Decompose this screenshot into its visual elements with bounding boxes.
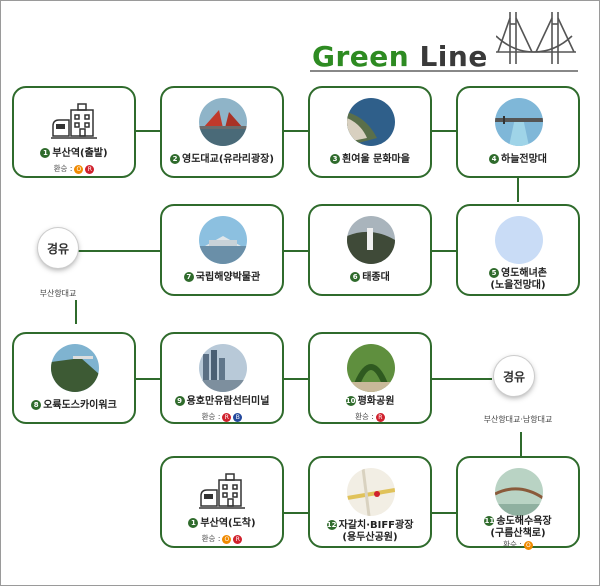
stop-number-badge: 6 xyxy=(350,272,361,282)
connector xyxy=(432,512,456,514)
stop-name: 국립해양박물관 xyxy=(195,272,261,283)
via-point-busan-harbor-bridge: 경유 xyxy=(38,228,78,268)
connector xyxy=(284,250,308,252)
stop-number-badge: 4 xyxy=(489,154,499,164)
stop-number-badge: 10 xyxy=(345,396,356,406)
stop-number-badge: 8 xyxy=(31,400,42,410)
stop-name: 영도해녀촌 xyxy=(501,268,547,279)
transfer-badge-orange: O xyxy=(74,165,84,174)
stop-number-badge: 3 xyxy=(330,154,341,164)
stop-name-sub: (노을전망대) xyxy=(490,280,546,291)
stop-number-badge: 5 xyxy=(489,268,499,278)
stop-name: 평화공원 xyxy=(357,396,395,407)
connector xyxy=(432,250,456,252)
page-title: Green Line xyxy=(312,40,488,73)
stop-number-badge: 9 xyxy=(174,396,185,406)
park-photo xyxy=(347,344,395,392)
stop-name: 하늘전망대 xyxy=(501,154,547,165)
stop-name: 오륙도스카이워크 xyxy=(43,400,117,411)
connector xyxy=(284,512,308,514)
connector xyxy=(520,432,522,456)
transfer-badge-orange: O xyxy=(523,541,533,550)
map-photo xyxy=(347,468,395,516)
lighthouse-photo xyxy=(347,216,395,264)
stop-name-sub: (구름산책로) xyxy=(490,528,546,539)
stop-number-badge: 1 xyxy=(188,518,199,528)
skywalk-photo xyxy=(51,344,99,392)
museum-photo xyxy=(199,216,247,264)
transfer-badge-orange: O xyxy=(222,535,232,544)
transfer-badge-red: R xyxy=(222,413,232,422)
stop-name: 용호만유람선터미널 xyxy=(186,396,270,407)
via-caption: 부산항대교 xyxy=(39,289,77,298)
stop-number-badge: 1 xyxy=(40,148,51,158)
stop-name: 송도해수욕장 xyxy=(496,516,552,527)
stop-name: 자갈치·BIFF광장 xyxy=(338,520,414,531)
beach-photo xyxy=(495,468,543,516)
via-point-harbor-namhang-bridge: 경유 xyxy=(494,356,534,396)
connector xyxy=(78,250,160,252)
connector xyxy=(432,378,492,380)
observatory-photo xyxy=(495,98,543,146)
stop-name: 태종대 xyxy=(362,272,390,283)
bridge-icon xyxy=(496,12,576,64)
transfer-badge-red: R xyxy=(233,535,243,544)
stop-name: 흰여울 문화마을 xyxy=(342,154,410,165)
stop-name: 부산역(도착) xyxy=(200,518,256,529)
bridge-photo xyxy=(199,98,247,146)
connector xyxy=(136,378,160,380)
via-caption: 부산항대교·남항대교 xyxy=(483,415,553,424)
connector xyxy=(432,130,456,132)
village-photo xyxy=(347,98,395,146)
train-station-icon xyxy=(199,473,245,509)
connector xyxy=(75,300,77,324)
stop-number-badge: 11 xyxy=(484,516,495,526)
transfer-badge-red: R xyxy=(375,413,385,422)
stop-name: 영도대교(유라리광장) xyxy=(182,154,274,165)
stop-name: 부산역(출발) xyxy=(52,148,108,159)
transfer-badge-red: R xyxy=(85,165,95,174)
stop-number-badge: 7 xyxy=(183,272,194,282)
connector xyxy=(136,130,160,132)
connector xyxy=(517,178,519,202)
train-station-icon xyxy=(51,103,97,139)
connector xyxy=(284,378,308,380)
title-underline xyxy=(310,70,578,72)
connector xyxy=(284,130,308,132)
transfer-info: 환승 :R xyxy=(310,411,430,422)
stop-name-sub: (용두산공원) xyxy=(342,532,398,543)
stop-number-badge: 2 xyxy=(170,154,181,164)
stop-number-badge: 12 xyxy=(326,520,337,530)
transfer-badge-blue: B xyxy=(233,413,243,422)
placeholder-photo xyxy=(495,216,543,264)
transfer-info: 환승 :O xyxy=(458,539,578,550)
terminal-photo xyxy=(199,344,247,392)
